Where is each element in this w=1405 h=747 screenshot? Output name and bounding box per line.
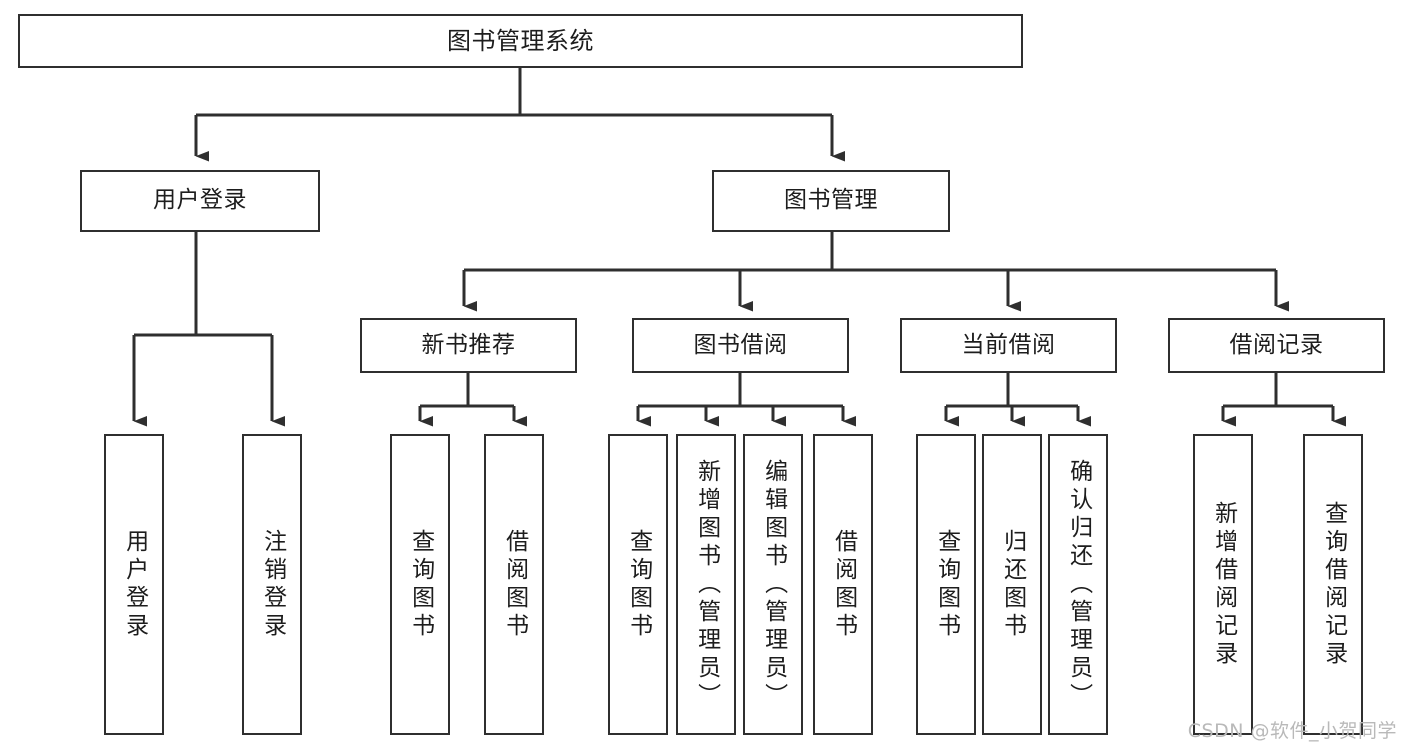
watermark-text: CSDN @软件_小贺同学 xyxy=(1187,720,1397,742)
node-leaf-return-book[interactable]: 归还图书 xyxy=(982,434,1042,735)
node-user-login[interactable]: 用户登录 xyxy=(80,170,320,232)
node-leaf-query-book-current[interactable]: 查询图书 xyxy=(916,434,976,735)
node-label: 查询借阅记录 xyxy=(1320,500,1347,669)
node-leaf-add-borrow-record[interactable]: 新增借阅记录 xyxy=(1193,434,1253,735)
node-label: 图书借阅 xyxy=(693,331,788,358)
node-new-book-recommend[interactable]: 新书推荐 xyxy=(360,318,577,373)
node-current-borrow[interactable]: 当前借阅 xyxy=(900,318,1117,373)
node-label: 新增借阅记录 xyxy=(1210,500,1237,669)
node-label: 注销登录 xyxy=(259,528,286,641)
node-label: 确认归还（管理员） xyxy=(1065,458,1092,711)
node-label: 新增图书（管理员） xyxy=(693,458,720,711)
node-leaf-edit-book-admin[interactable]: 编辑图书（管理员） xyxy=(743,434,803,735)
node-leaf-borrow-book-recommend[interactable]: 借阅图书 xyxy=(484,434,544,735)
node-leaf-add-book-admin[interactable]: 新增图书（管理员） xyxy=(676,434,736,735)
node-book-management[interactable]: 图书管理 xyxy=(712,170,950,232)
node-label: 编辑图书（管理员） xyxy=(760,458,787,711)
node-label: 图书管理系统 xyxy=(447,26,594,55)
node-label: 借阅图书 xyxy=(501,528,528,641)
node-label: 查询图书 xyxy=(933,528,960,641)
node-label: 归还图书 xyxy=(999,528,1026,641)
node-leaf-logout-login[interactable]: 注销登录 xyxy=(242,434,302,735)
node-label: 查询图书 xyxy=(407,528,434,641)
node-root-book-management-system[interactable]: 图书管理系统 xyxy=(18,14,1023,68)
node-leaf-borrow-book[interactable]: 借阅图书 xyxy=(813,434,873,735)
node-label: 查询图书 xyxy=(625,528,652,641)
node-label: 用户登录 xyxy=(121,528,148,641)
node-label: 借阅图书 xyxy=(830,528,857,641)
node-leaf-query-book-borrow[interactable]: 查询图书 xyxy=(608,434,668,735)
node-label: 借阅记录 xyxy=(1229,331,1324,358)
node-label: 图书管理 xyxy=(784,187,878,214)
node-label: 新书推荐 xyxy=(421,331,516,358)
node-leaf-query-book-recommend[interactable]: 查询图书 xyxy=(390,434,450,735)
node-label: 当前借阅 xyxy=(961,331,1056,358)
node-leaf-confirm-return-admin[interactable]: 确认归还（管理员） xyxy=(1048,434,1108,735)
node-book-borrow[interactable]: 图书借阅 xyxy=(632,318,849,373)
node-leaf-user-login[interactable]: 用户登录 xyxy=(104,434,164,735)
node-leaf-query-borrow-record[interactable]: 查询借阅记录 xyxy=(1303,434,1363,735)
node-borrow-record[interactable]: 借阅记录 xyxy=(1168,318,1385,373)
node-label: 用户登录 xyxy=(153,187,247,214)
